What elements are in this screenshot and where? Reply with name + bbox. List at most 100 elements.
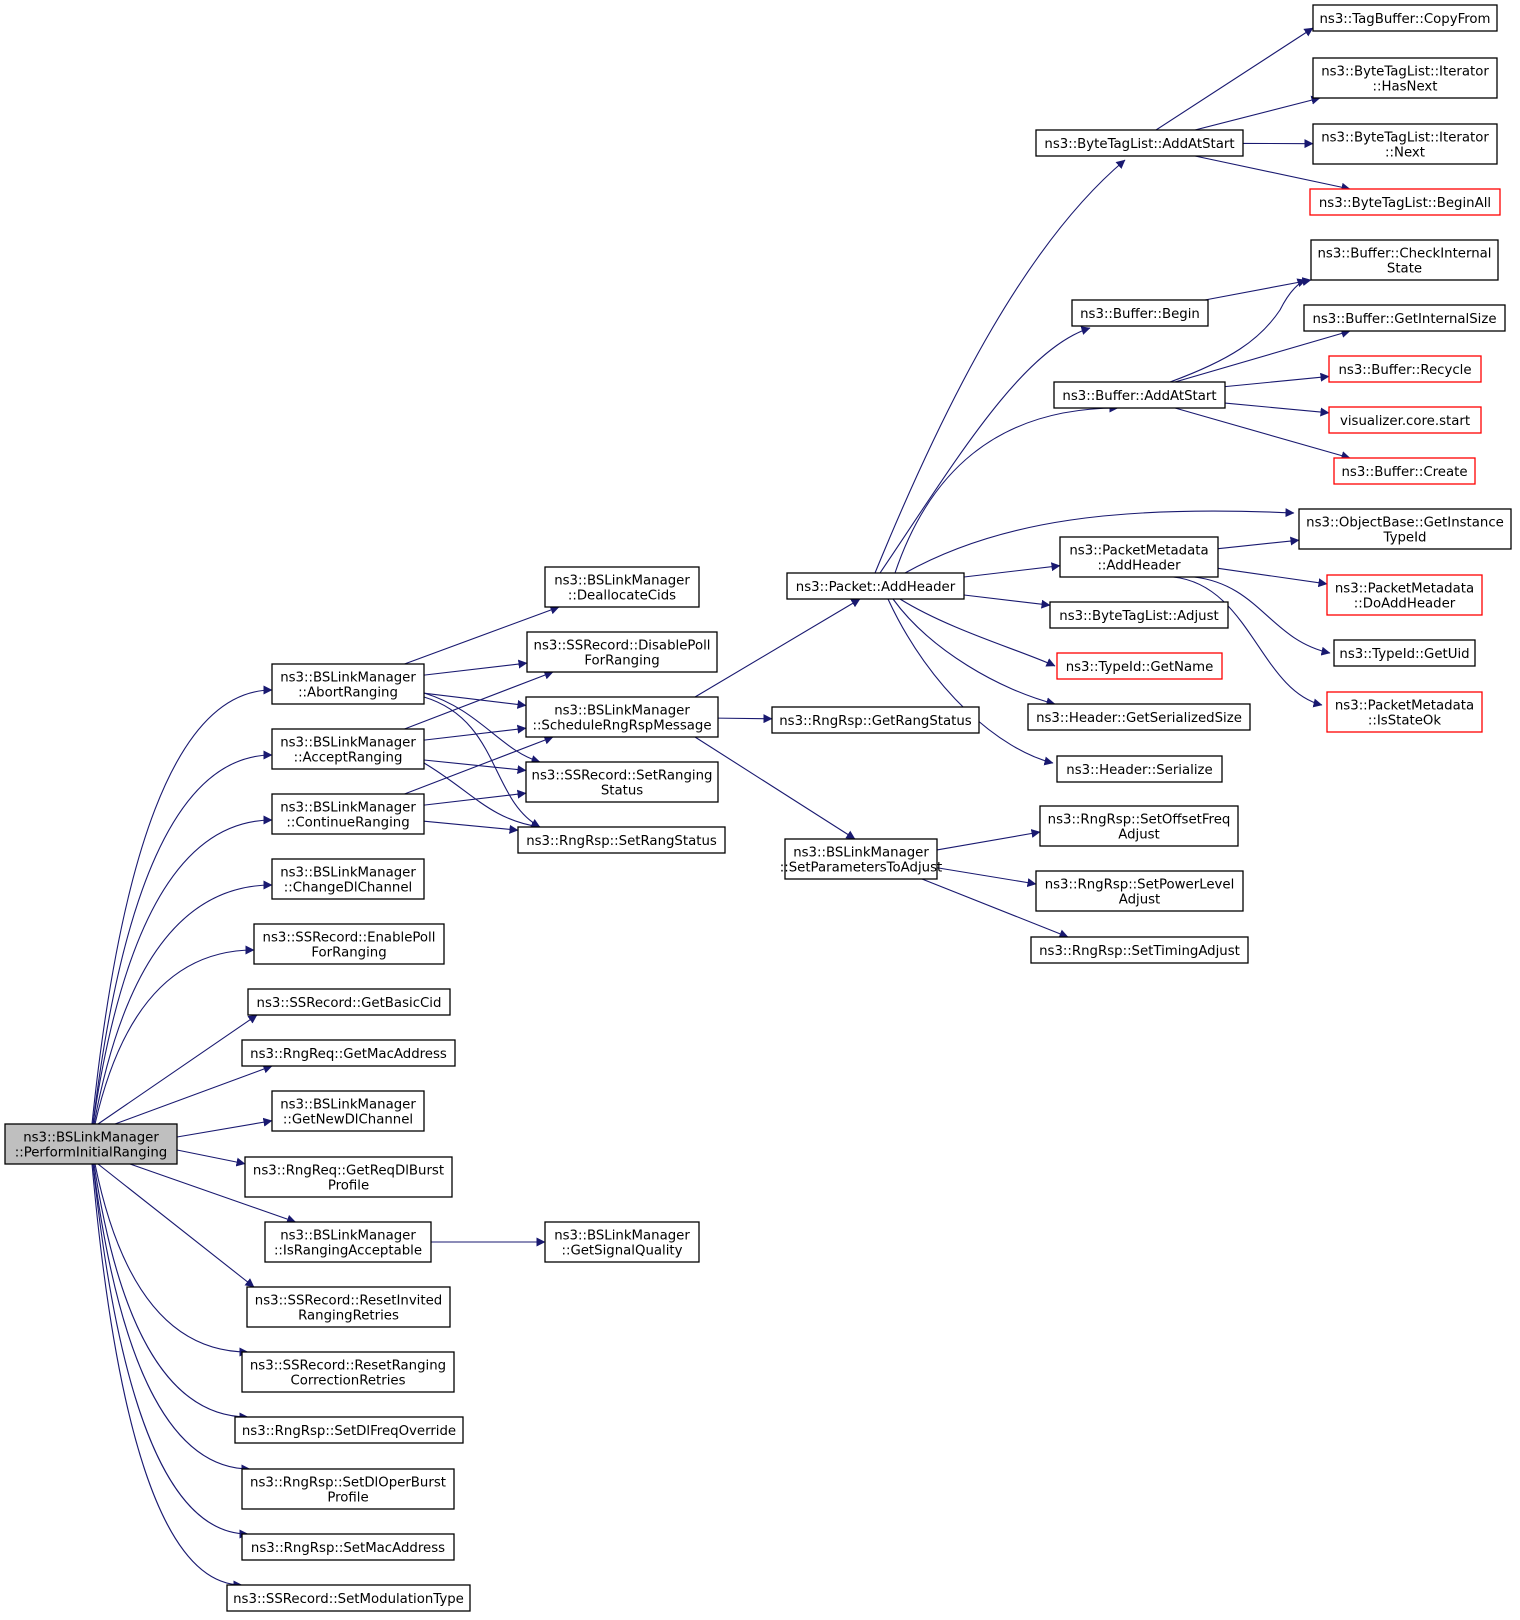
node-buf_recycle[interactable]: ns3::Buffer::Recycle <box>1328 355 1482 383</box>
node-viz_start[interactable]: visualizer.core.start <box>1328 406 1482 434</box>
node-setdlfreq[interactable]: ns3::RngRsp::SetDlFreqOverride <box>234 1416 464 1444</box>
node-box <box>241 1533 455 1561</box>
node-setmod[interactable]: ns3::SSRecord::SetModulationType <box>226 1584 471 1612</box>
node-setmac[interactable]: ns3::RngRsp::SetMacAddress <box>241 1533 455 1561</box>
node-label: ns3::Header::GetSerializedSize <box>1036 711 1242 726</box>
edge-buf_addatstart-to-buf_getsize <box>1174 329 1351 383</box>
edge-buf_addatstart-to-buf_check <box>1169 278 1307 383</box>
node-box <box>241 1468 455 1510</box>
edge-root-to-accept <box>92 750 273 1125</box>
node-label: ns3::Buffer::AddAtStart <box>1062 389 1216 404</box>
node-box <box>525 696 719 738</box>
node-box <box>1056 652 1223 680</box>
edge-accept-to-disablepoll <box>404 670 554 730</box>
node-resetranging[interactable]: ns3::SSRecord::ResetRangingCorrectionRet… <box>241 1351 455 1393</box>
node-label: ns3::Buffer::Recycle <box>1338 363 1471 378</box>
edge-root-to-israngingacc <box>129 1163 296 1224</box>
edge-pktaddheader-to-pm_addheader <box>963 562 1061 578</box>
edge-root-to-setmod <box>91 1163 243 1590</box>
node-label: ns3::Buffer::Begin <box>1080 307 1200 322</box>
node-dealloc[interactable]: ns3::BSLinkManager::DeallocateCids <box>544 566 700 608</box>
node-pm_isstateok[interactable]: ns3::PacketMetadata::IsStateOk <box>1326 691 1483 733</box>
node-label: ns3::ObjectBase::GetInstance <box>1306 516 1504 531</box>
node-getsignal[interactable]: ns3::BSLinkManager::GetSignalQuality <box>544 1221 700 1263</box>
node-settiming[interactable]: ns3::RngRsp::SetTimingAdjust <box>1030 936 1249 964</box>
node-buf_begin[interactable]: ns3::Buffer::Begin <box>1071 299 1209 327</box>
node-box <box>226 1584 471 1612</box>
node-box <box>1312 57 1498 99</box>
node-root[interactable]: ns3::BSLinkManager::PerformInitialRangin… <box>4 1123 178 1165</box>
node-label: ns3::RngRsp::SetMacAddress <box>251 1541 445 1556</box>
edge-sched-to-pktaddheader <box>694 598 861 698</box>
node-btl_hasnext[interactable]: ns3::ByteTagList::Iterator::HasNext <box>1312 57 1498 99</box>
edge-setparams-to-settiming <box>921 878 1069 939</box>
node-buf_getsize[interactable]: ns3::Buffer::GetInternalSize <box>1303 304 1506 332</box>
node-israngingacc[interactable]: ns3::BSLinkManager::IsRangingAcceptable <box>264 1221 432 1263</box>
node-label: ::AbortRanging <box>298 686 398 701</box>
node-changedl[interactable]: ns3::BSLinkManager::ChangeDlChannel <box>271 858 425 900</box>
node-pm_doaddheader[interactable]: ns3::PacketMetadata::DoAddHeader <box>1326 574 1483 616</box>
node-label: Profile <box>328 1179 369 1194</box>
node-label: ns3::SSRecord::DisablePoll <box>534 639 711 654</box>
node-box <box>1039 805 1239 847</box>
node-label: ns3::RngRsp::SetOffsetFreq <box>1048 813 1231 828</box>
node-abort[interactable]: ns3::BSLinkManager::AbortRanging <box>271 663 425 705</box>
node-label: ::Next <box>1385 146 1425 161</box>
edge-pm_addheader-to-pm_isstateok <box>1173 576 1323 708</box>
node-label: ::ChangeDlChannel <box>284 881 412 896</box>
node-btl_next[interactable]: ns3::ByteTagList::Iterator::Next <box>1312 123 1498 165</box>
node-cont[interactable]: ns3::BSLinkManager::ContinueRanging <box>271 793 425 835</box>
edges-layer <box>91 27 1351 1590</box>
node-box <box>1298 508 1512 550</box>
node-box <box>271 793 425 835</box>
node-label: ns3::RngRsp::SetDlOperBurst <box>250 1476 446 1491</box>
node-box <box>784 838 938 880</box>
node-typeid_getname[interactable]: ns3::TypeId::GetName <box>1056 652 1223 680</box>
node-hdr_serialize[interactable]: ns3::Header::Serialize <box>1056 755 1223 783</box>
node-label: ns3::TypeId::GetName <box>1066 660 1214 675</box>
edge-root-to-setmac <box>92 1163 249 1539</box>
node-btl_addatstart[interactable]: ns3::ByteTagList::AddAtStart <box>1035 129 1244 157</box>
node-resetinvited[interactable]: ns3::SSRecord::ResetInvitedRangingRetrie… <box>246 1286 451 1328</box>
node-getmac[interactable]: ns3::RngReq::GetMacAddress <box>241 1039 456 1067</box>
edge-root-to-getreqdl <box>176 1149 246 1167</box>
node-pm_addheader[interactable]: ns3::PacketMetadata::AddHeader <box>1059 536 1219 578</box>
node-getbasiccid[interactable]: ns3::SSRecord::GetBasicCid <box>247 988 451 1016</box>
node-accept[interactable]: ns3::BSLinkManager::AcceptRanging <box>271 728 425 770</box>
node-label: ns3::RngReq::GetMacAddress <box>250 1047 447 1062</box>
node-pktaddheader[interactable]: ns3::Packet::AddHeader <box>786 572 965 600</box>
node-btl_beginall[interactable]: ns3::ByteTagList::BeginAll <box>1309 188 1501 216</box>
node-label: ns3::ByteTagList::Iterator <box>1321 65 1489 80</box>
edge-root-to-setdloper <box>92 1163 251 1474</box>
node-setrangstatus[interactable]: ns3::RngRsp::SetRangStatus <box>517 826 726 854</box>
node-getrangstatus[interactable]: ns3::RngRsp::GetRangStatus <box>771 706 980 734</box>
node-box <box>1333 639 1476 667</box>
node-tagbuf_copy[interactable]: ns3::TagBuffer::CopyFrom <box>1312 4 1498 32</box>
edge-root-to-getnewdl <box>176 1117 273 1138</box>
node-btl_adjust[interactable]: ns3::ByteTagList::Adjust <box>1049 601 1229 629</box>
edge-root-to-setdlfreq <box>93 1163 249 1422</box>
node-buf_addatstart[interactable]: ns3::Buffer::AddAtStart <box>1053 381 1226 409</box>
node-label: Status <box>601 784 643 799</box>
node-buf_create[interactable]: ns3::Buffer::Create <box>1333 457 1476 485</box>
edge-abort-to-disablepoll <box>423 659 528 676</box>
node-label: ::DoAddHeader <box>1354 597 1456 612</box>
node-label: ns3::TagBuffer::CopyFrom <box>1319 12 1490 27</box>
node-hdr_getsize[interactable]: ns3::Header::GetSerializedSize <box>1027 703 1251 731</box>
node-setparams[interactable]: ns3::BSLinkManager::SetParametersToAdjus… <box>780 838 942 880</box>
node-typeid_getuid[interactable]: ns3::TypeId::GetUid <box>1333 639 1476 667</box>
edge-pktaddheader-to-hdr_getsize <box>892 598 1056 707</box>
node-label: Adjust <box>1119 893 1161 908</box>
node-sched[interactable]: ns3::BSLinkManager::ScheduleRngRspMessag… <box>525 696 719 738</box>
node-box <box>786 572 965 600</box>
node-getnewdl[interactable]: ns3::BSLinkManager::GetNewDlChannel <box>271 1090 425 1132</box>
